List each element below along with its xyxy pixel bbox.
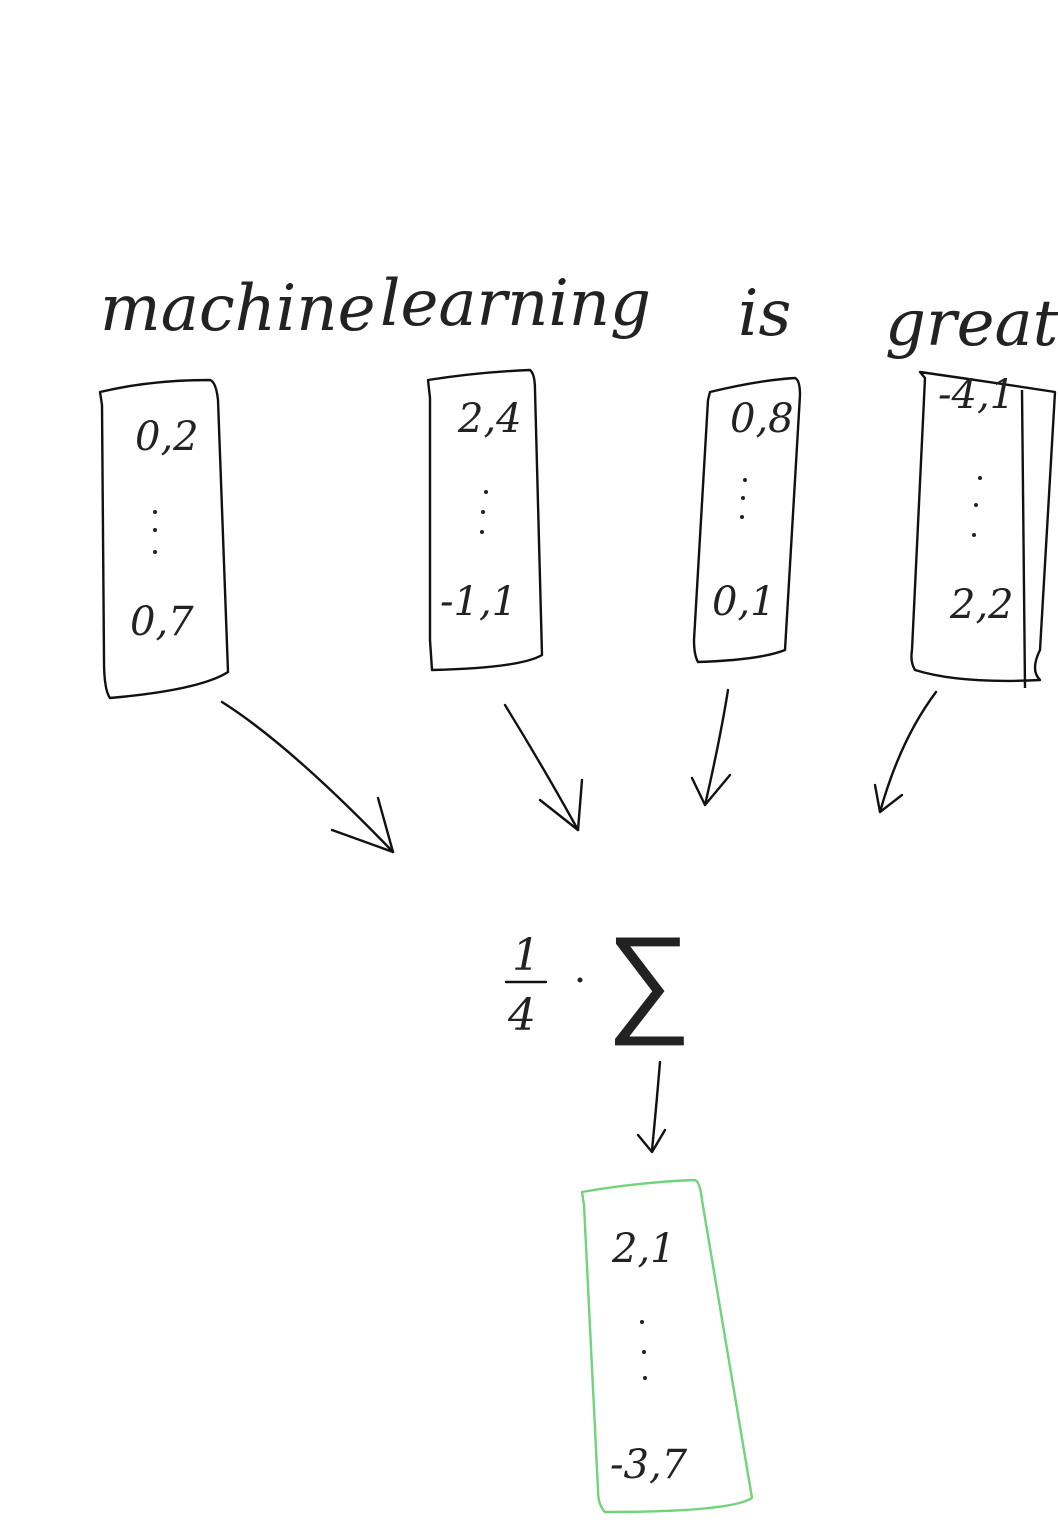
vector-is: 0,8 0,1 [692,376,802,664]
vector-is-top-value: 0,8 [730,396,794,442]
vector-is-bottom-value: 0,1 [712,579,776,625]
token-word-learning: learning [380,267,651,341]
arrow-learning-to-sum [503,703,584,832]
vector-machine: 0,2 0,7 [98,378,230,700]
token-word-great: great [885,287,1058,361]
arrow-is-to-sum [690,688,732,807]
sum-symbol: ∑ [606,910,692,1049]
vector-result-bottom-value: -3,7 [610,1442,688,1488]
mean-operation: 1 4 ∑ [504,910,692,1049]
vector-machine-top-value: 0,2 [135,414,199,460]
vertical-ellipsis-icon [972,476,982,537]
multiply-dot [577,977,583,983]
vector-great-bottom-value: 2,2 [949,582,1014,628]
fraction-numerator: 1 [512,930,540,981]
vector-learning-top-value: 2,4 [457,396,522,442]
vector-result: 2,1 -3,7 [580,1178,754,1514]
vector-learning: 2,4 -1,1 [426,368,544,672]
vertical-ellipsis-icon [740,478,747,519]
arrow-sum-to-result [636,1060,667,1154]
vector-great: -4,1 2,2 [910,370,1057,689]
fraction-denominator: 4 [507,990,536,1041]
arrow-great-to-sum [873,690,938,814]
token-word-is: is [738,277,791,351]
vector-result-top-value: 2,1 [611,1226,676,1272]
vertical-ellipsis-icon [480,490,488,534]
vertical-ellipsis-icon [640,1320,647,1380]
vector-learning-bottom-value: -1,1 [440,579,517,625]
vector-great-top-value: -4,1 [938,372,1015,418]
arrow-machine-to-sum [220,700,395,854]
token-word-machine: machine [100,272,375,346]
vertical-ellipsis-icon [153,510,157,554]
vector-machine-bottom-value: 0,7 [130,599,194,645]
